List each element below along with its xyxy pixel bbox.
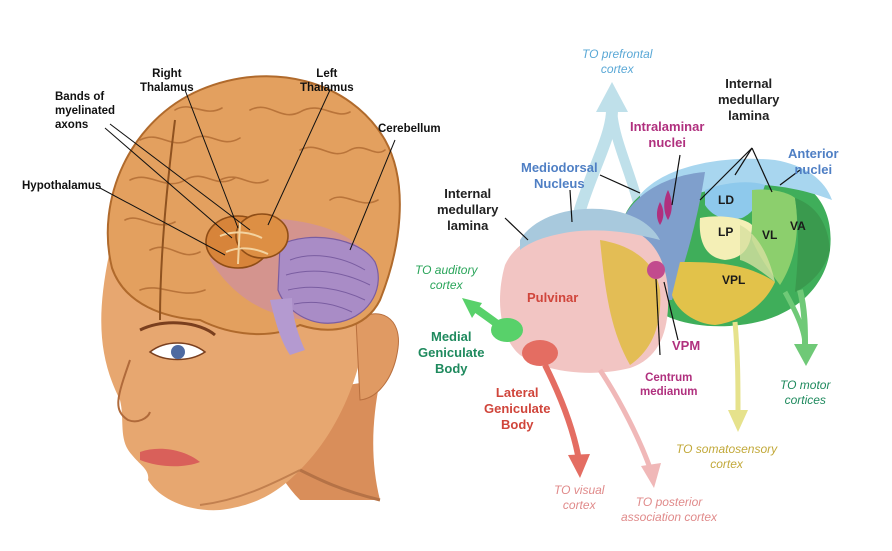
label-to-visual-cortex: TO visual cortex [554,483,605,512]
lateral-light-band [740,225,775,282]
mediodorsal-cap [520,208,660,250]
label-left-thalamus: Left Thalamus [300,68,354,94]
neck-shadow [299,468,381,502]
label-va: VA [790,219,806,233]
label-to-somatosensory-cortex: TO somatosensory cortex [676,442,778,471]
label-ld: LD [718,193,734,207]
brainstem [270,298,305,355]
label-intralaminar-nuclei: Intralaminar nuclei [630,119,705,150]
somatosensory-arrow [732,321,741,413]
vpl-region [672,262,775,325]
ear [355,313,399,401]
iris [171,345,185,359]
nose [117,359,151,423]
label-medial-geniculate-body: Medial Geniculate Body [418,329,485,376]
prefrontal-arrow-head [596,82,628,112]
centrum-medianum-shape [647,261,665,279]
posterior-arrowhead [641,463,661,488]
brain-midline [159,119,176,321]
visual-arrow [542,363,581,456]
label-anterior-nuclei: Anterior nuclei [788,146,839,177]
thalamus-diagram [462,82,832,488]
va-region [795,198,830,292]
visual-arrowhead [568,454,590,478]
prefrontal-arrow-branch [607,109,645,212]
label-pulvinar: Pulvinar [527,290,579,305]
label-to-posterior-association-cortex: TO posterior association cortex [621,495,718,524]
label-to-motor-cortices: TO motor cortices [780,378,831,407]
label-vpl: VPL [722,273,746,287]
label-bands-of-myelinated-axons: Bands of myelinated axons [55,91,116,131]
somatosensory-arrowhead [728,410,748,432]
ld-region [705,182,765,220]
label-centrum-medianum: Centrum medianum [640,372,698,398]
label-cerebellum: Cerebellum [378,123,441,135]
lateral-geniculate-shape [522,340,558,366]
label-vl: VL [762,228,778,242]
posterior-arrow [597,368,653,469]
label-internal-medullary-lamina-top: Internal medullary lamina [718,76,780,123]
motor-arrowhead [794,344,818,366]
jaw [199,469,301,506]
head-illustration [101,75,401,511]
label-to-prefrontal-cortex: TO prefrontal cortex [582,47,653,76]
pulvinar-lateral [600,240,661,365]
motor-arrow-branch [782,290,808,346]
label-right-thalamus: Right Thalamus [140,68,194,94]
brain-gyri [124,106,386,294]
cerebellum-folia [285,255,371,313]
head-leader-lines [99,89,396,256]
label-mediodorsal-nucleus: Mediodorsal Nucleus [521,160,598,191]
label-to-auditory-cortex: TO auditory cortex [415,263,478,292]
lp-region [699,216,752,260]
label-vpm: VPM [672,338,701,353]
label-hypothalamus: Hypothalamus [22,180,102,192]
eyebrow [139,321,216,337]
anterior-region [640,158,832,215]
label-lp: LP [718,225,734,239]
thalamus-leader-lines [504,147,801,356]
auditory-arrowhead [462,298,482,318]
lips [140,448,200,467]
label-lateral-geniculate-body: Lateral Geniculate Body [484,385,551,432]
intralaminar-marks [656,190,672,225]
label-internal-medullary-lamina-left: Internal medullary lamina [437,186,499,233]
cerebellum-shape [277,236,379,324]
auditory-arrow [472,304,508,334]
